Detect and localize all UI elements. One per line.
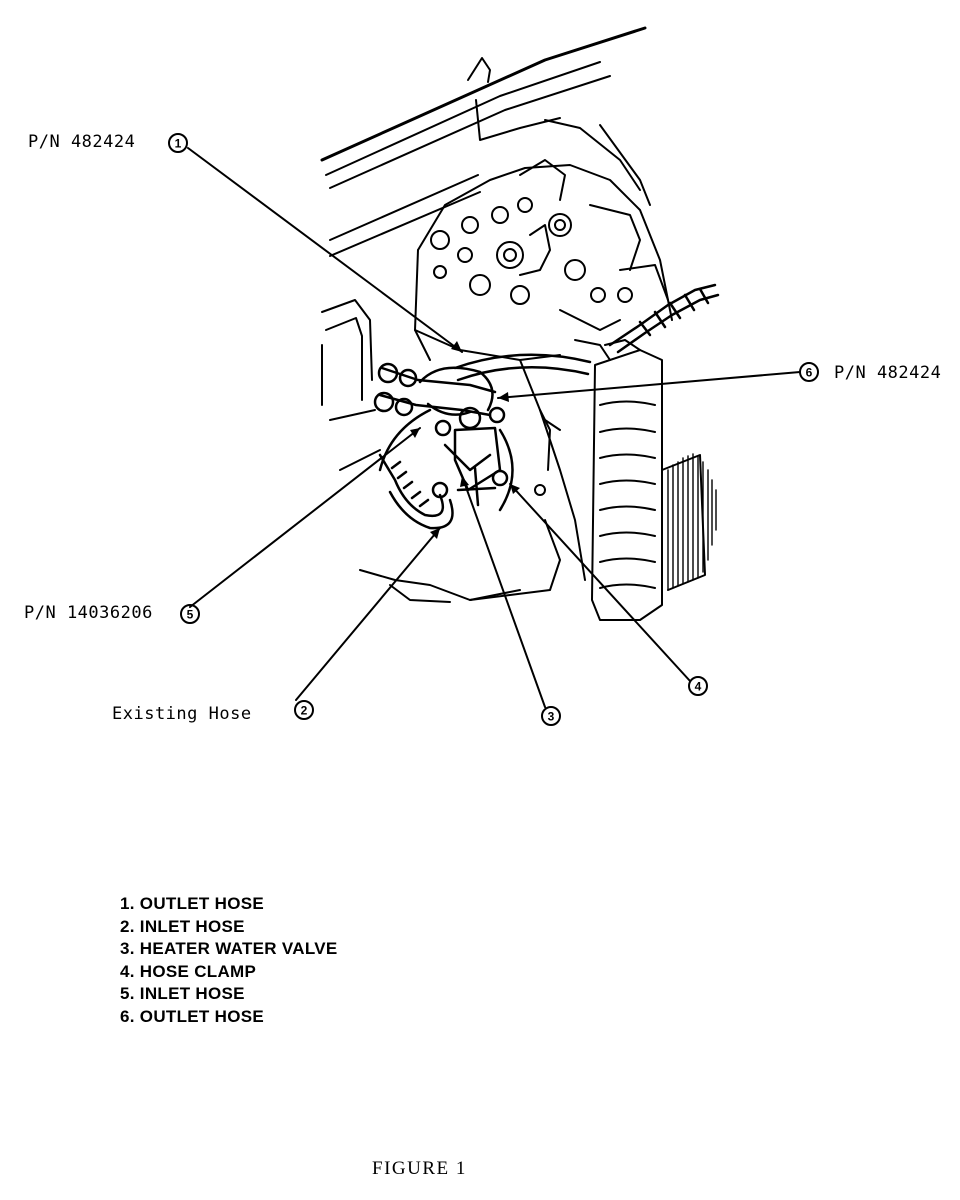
parts-legend: 1. OUTLET HOSE 2. INLET HOSE 3. HEATER W…: [120, 893, 338, 1028]
callout-number-6: 6: [806, 366, 813, 380]
legend-item-2: 2. INLET HOSE: [120, 916, 245, 936]
figure-caption: FIGURE 1: [372, 1158, 467, 1179]
fender-panel: [321, 299, 381, 471]
legend-item-1: 1. OUTLET HOSE: [120, 894, 264, 913]
engine-block: [359, 159, 673, 603]
callout-number-4: 4: [695, 680, 702, 694]
heater-hose-assembly: [373, 353, 592, 530]
callout-circles: [168, 133, 819, 726]
callout-1-part-label: P/N 482424: [28, 132, 136, 152]
radiator-fins: [667, 453, 717, 591]
callout-2-part-label: Existing Hose: [112, 704, 252, 724]
upper-hose: [608, 283, 720, 354]
callout-number-3: 3: [548, 710, 555, 724]
callout-number-1: 1: [175, 137, 182, 151]
legend-item-4: 4. HOSE CLAMP: [120, 961, 257, 981]
legend-item-6: 6. OUTLET HOSE: [120, 1006, 264, 1026]
legend-item-3: 3. HEATER WATER VALVE: [120, 939, 338, 958]
callout-6-part-label: P/N 482424: [834, 363, 942, 383]
callout-5-part-label: P/N 14036206: [24, 603, 153, 623]
legend-item-5: 5. INLET HOSE: [120, 984, 245, 1003]
hood-panel: [320, 26, 651, 257]
leader-lines: [187, 147, 801, 708]
callout-number-5: 5: [187, 608, 194, 622]
callout-number-2: 2: [301, 704, 308, 718]
